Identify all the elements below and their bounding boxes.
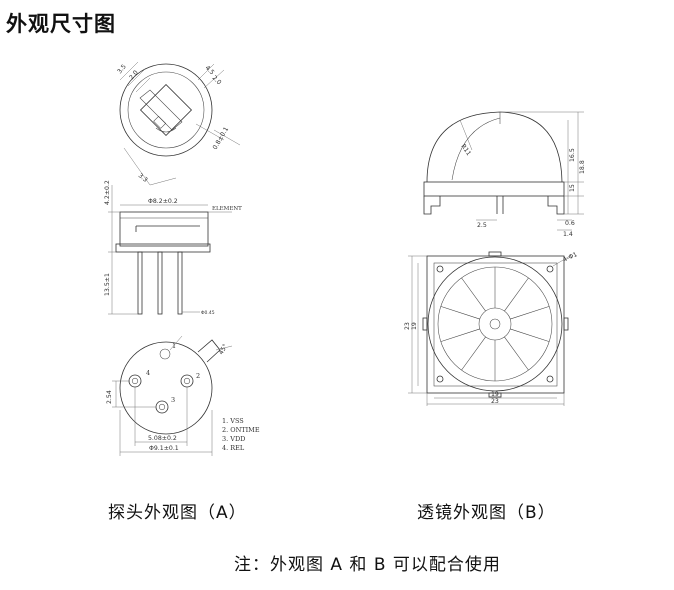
probe-top-view: 3.5 2.0 4.5 2.0 0.8±0.1 3.3: [116, 61, 241, 186]
lens-segment-line: [510, 328, 550, 342]
pin-number: 1: [172, 342, 176, 350]
caption-lens: 透镜外观图（B）: [417, 503, 556, 523]
dim-label: 18.8: [579, 160, 586, 174]
pin-legend-item: 1. VSS: [222, 417, 244, 425]
lens-segments: [440, 267, 550, 381]
dim-label: 3.3: [137, 172, 149, 184]
dim-label: 23: [404, 322, 411, 330]
dim-label: 4.2±0.2: [104, 180, 111, 205]
dim-label: 2.0: [128, 69, 140, 81]
lens-segment-line: [510, 306, 550, 320]
dim-label: 19: [491, 391, 499, 398]
page-title: 外观尺寸图: [6, 12, 116, 36]
probe-bottom-view: 1 2 3 4 2.54 5.08±0.2 Φ9.1±0.1 45° 1. VS…: [106, 335, 260, 456]
dim-label: Φ0.45: [201, 310, 215, 316]
pin-number: 3: [171, 396, 175, 404]
dim-label: 4-Φ1: [562, 251, 579, 264]
lens-segment-line: [504, 277, 529, 312]
pin-legend-item: 2. ONTIME: [222, 426, 260, 434]
dim-label: Φ8.2±0.2: [148, 198, 178, 205]
pin-number: 2: [196, 372, 200, 380]
dim-label: 13.5±1: [104, 273, 111, 296]
probe-side-view: 4.2±0.2 Φ8.2±0.2 ELEMENT 13.5±1 Φ0.45: [104, 180, 242, 316]
dim-label: 19: [411, 322, 418, 330]
pin-number: 4: [146, 369, 150, 377]
dim-label: 2.0: [211, 74, 223, 86]
pin-legend-item: 3. VDD: [222, 435, 245, 443]
dim-label: 0.8±0.1: [212, 126, 231, 151]
element-label: ELEMENT: [212, 206, 242, 212]
lens-segment-line: [440, 328, 480, 342]
caption-probe: 探头外观图（A）: [108, 503, 247, 523]
dim-label: 45°: [217, 343, 229, 356]
dim-label: 5.08±0.2: [148, 435, 177, 442]
dim-label: 4.5: [204, 64, 216, 76]
dim-label: 0.6: [565, 220, 575, 227]
pin-legend-item: 4. REL: [222, 444, 245, 452]
dim-label: 2.54: [106, 390, 113, 404]
dim-label: 23: [491, 398, 499, 405]
dim-label: 1.4: [563, 231, 573, 238]
lens-segment-line: [440, 306, 480, 320]
dim-label: Φ9.1±0.1: [149, 445, 179, 452]
lens-segment-line: [504, 336, 529, 371]
lens-top-view: 4-Φ1 23 19 19 23: [404, 251, 578, 406]
lens-side-view: R11 16.5 18.8 15 2.5 0.6 1.4: [423, 111, 586, 238]
usage-note: 注：外观图 A 和 B 可以配合使用: [234, 555, 501, 575]
dim-label: 15: [569, 184, 576, 192]
dim-label: 16.5: [569, 148, 576, 162]
lens-segment-line: [461, 336, 486, 371]
dim-label: 3.5: [116, 63, 128, 75]
lens-segment-line: [461, 277, 486, 312]
dim-label: 2.5: [477, 222, 487, 229]
